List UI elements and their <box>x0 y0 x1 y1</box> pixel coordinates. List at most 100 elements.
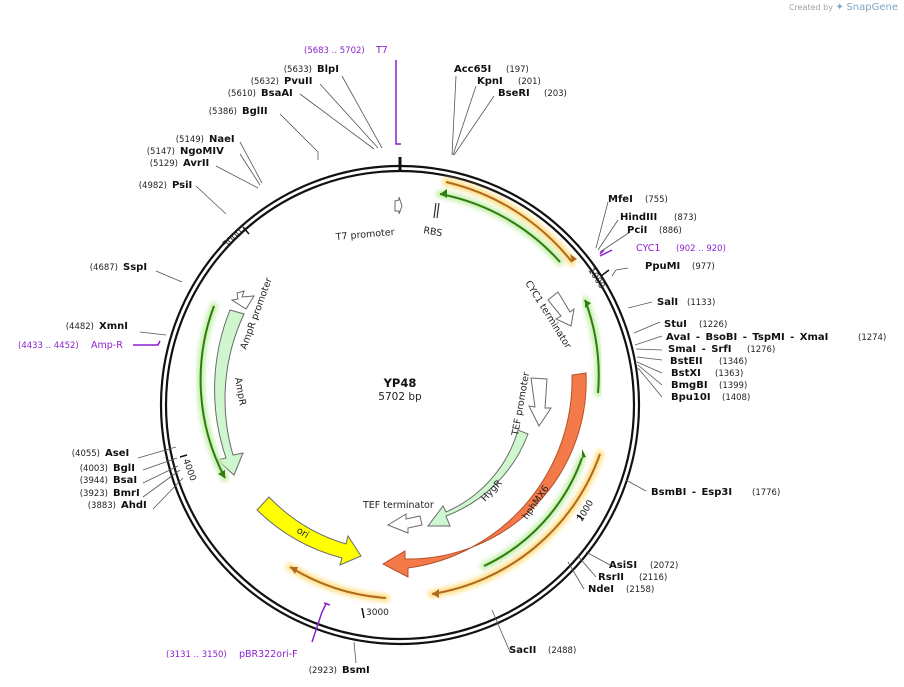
enzyme-name: NgoMIV <box>180 146 224 157</box>
enzyme-KpnI[interactable]: KpnI (201) <box>477 76 541 87</box>
enzyme-pos: (1408) <box>722 393 750 403</box>
primer-name: pBR322ori-F <box>239 649 298 660</box>
enzyme-pos: (3923) <box>80 489 108 499</box>
enzyme-PpuMI[interactable]: PpuMI (977) <box>645 261 715 272</box>
feature-TEF-promoter[interactable]: TEF promoter <box>510 371 552 438</box>
snapgene-logo-icon: ✦ <box>835 2 844 13</box>
enzyme-pos: (2116) <box>639 573 667 583</box>
enzyme-PvuII[interactable]: (5632) PvuII <box>251 76 313 87</box>
enzyme-pos: (4982) <box>139 181 167 191</box>
enzyme-BsaI[interactable]: (3944) BsaI <box>80 475 137 486</box>
enzyme-name: NaeI <box>209 134 235 145</box>
enzyme-pos: (201) <box>518 77 541 87</box>
primer-range: (3131 .. 3150) <box>166 650 227 660</box>
enzyme-name: PsiI <box>172 180 192 191</box>
feature-ori[interactable]: ori <box>256 496 362 566</box>
enzyme-name: StuI <box>664 319 687 330</box>
primer-CYC1[interactable]: CYC1 (902 .. 920) <box>636 243 726 254</box>
primer-range: (4433 .. 4452) <box>18 341 79 351</box>
feature-AmpR[interactable]: AmpR <box>214 309 248 476</box>
enzyme-SalI[interactable]: SalI (1133) <box>657 297 715 308</box>
enzyme-AhdI[interactable]: (3883) AhdI <box>88 500 147 511</box>
enzyme-AvrII[interactable]: (5129) AvrII <box>150 158 210 169</box>
enzyme-BmrI[interactable]: (3923) BmrI <box>80 488 140 499</box>
enzyme-Bpu10I[interactable]: Bpu10I (1408) <box>671 392 750 403</box>
enzyme-SmaI-SrfI[interactable]: SmaI - SrfI (1276) <box>668 344 775 355</box>
primer-Amp-R[interactable]: (4433 .. 4452) Amp-R <box>18 340 123 351</box>
enzyme-Acc65I[interactable]: Acc65I (197) <box>454 64 529 75</box>
plasmid-length: 5702 bp <box>378 391 422 403</box>
tick-label-3000: 3000 <box>366 608 389 618</box>
enzyme-pos: (4482) <box>66 322 94 332</box>
enzyme-NdeI[interactable]: NdeI (2158) <box>588 584 654 595</box>
enzyme-StuI[interactable]: StuI (1226) <box>664 319 727 330</box>
primer-pBR322ori-F[interactable]: (3131 .. 3150) pBR322ori-F <box>166 649 298 660</box>
label-TEF-terminator: TEF terminator <box>362 500 434 511</box>
primer-name: CYC1 <box>636 243 660 254</box>
enzyme-name: HindIII <box>620 212 657 223</box>
enzyme-BsmBI-Esp3I[interactable]: BsmBI - Esp3I (1776) <box>651 487 780 498</box>
enzyme-pos: (2072) <box>650 561 678 571</box>
enzyme-SspI[interactable]: (4687) SspI <box>90 262 147 273</box>
feature-HygR[interactable]: HygR <box>427 429 529 527</box>
label-RBS: RBS <box>422 225 443 239</box>
enzyme-pos: (1274) <box>858 333 886 343</box>
feature-CYC1-terminator[interactable]: CYC1 terminator <box>522 279 575 351</box>
enzyme-RsrII[interactable]: RsrII (2116) <box>598 572 667 583</box>
enzyme-pos: (1226) <box>699 320 727 330</box>
enzyme-name: MfeI <box>608 194 633 205</box>
enzyme-BsmI[interactable]: (2923) BsmI <box>309 665 370 676</box>
enzyme-name: KpnI <box>477 76 503 87</box>
enzyme-BglII[interactable]: (5386) BglII <box>209 106 268 117</box>
enzyme-BlpI[interactable]: (5633) BlpI <box>284 64 339 75</box>
feature-hphMX6[interactable]: hphMX6 <box>381 372 587 578</box>
enzyme-pos: (1276) <box>747 345 775 355</box>
orf-arrowhead-1 <box>570 254 577 262</box>
enzyme-PsiI[interactable]: (4982) PsiI <box>139 180 193 191</box>
enzyme-name: AvaI - BsoBI - TspMI - XmaI <box>666 332 828 343</box>
primer-T7[interactable]: (5683 .. 5702) T7 <box>304 45 388 56</box>
enzyme-AvaI-BsoBI-TspMI-XmaI[interactable]: AvaI - BsoBI - TspMI - XmaI (1274) <box>666 332 886 343</box>
enzyme-MfeI[interactable]: MfeI (755) <box>608 194 668 205</box>
enzyme-BstEII[interactable]: BstEII (1346) <box>670 356 747 367</box>
enzyme-name: BsaI <box>113 475 137 486</box>
feature-TEF-terminator[interactable]: TEF terminator <box>362 500 434 534</box>
orf-arrowhead-4 <box>582 449 586 458</box>
enzyme-name: Bpu10I <box>671 392 711 403</box>
label-TEF-promoter: TEF promoter <box>510 371 532 437</box>
enzyme-XmnI[interactable]: (4482) XmnI <box>66 321 128 332</box>
enzyme-BseRI[interactable]: BseRI (203) <box>498 88 567 99</box>
enzyme-name: XmnI <box>99 321 128 332</box>
enzyme-BmgBI[interactable]: BmgBI (1399) <box>671 380 747 391</box>
enzyme-BglI[interactable]: (4003) BglI <box>80 463 135 474</box>
enzyme-NaeI[interactable]: (5149) NaeI <box>176 134 235 145</box>
enzyme-name: SmaI - SrfI <box>668 344 731 355</box>
enzyme-name: BsmBI - Esp3I <box>651 487 732 498</box>
enzyme-pos: (4003) <box>80 464 108 474</box>
enzyme-pos: (1133) <box>687 298 715 308</box>
enzyme-PciI[interactable]: PciI (886) <box>627 225 682 236</box>
label-AmpR: AmpR <box>232 377 248 407</box>
orf-arrows <box>196 178 604 602</box>
enzyme-AsiSI[interactable]: AsiSI (2072) <box>609 560 678 571</box>
primer-name: T7 <box>375 45 388 56</box>
snapgene-branding: Created by ✦ SnapGene <box>789 2 898 13</box>
enzyme-pos: (4687) <box>90 263 118 273</box>
tick-label-5000: 5000 <box>221 227 245 250</box>
enzyme-BstXI[interactable]: BstXI (1363) <box>671 368 743 379</box>
feature-T7-promoter[interactable]: T7 promoter <box>334 196 403 243</box>
enzyme-pos: (197) <box>506 65 529 75</box>
enzyme-pos: (977) <box>692 262 715 272</box>
enzyme-name: Acc65I <box>454 64 491 75</box>
enzyme-name: AseI <box>105 448 129 459</box>
enzyme-name: PpuMI <box>645 261 680 272</box>
enzyme-BsaAI[interactable]: (5610) BsaAI <box>228 88 293 99</box>
enzyme-SacII[interactable]: SacII (2488) <box>509 645 576 656</box>
enzyme-HindIII[interactable]: HindIII (873) <box>620 212 697 223</box>
feature-RBS[interactable]: RBS <box>422 202 443 239</box>
enzyme-NgoMIV[interactable]: (5147) NgoMIV <box>147 146 224 157</box>
backbone <box>159 157 641 646</box>
enzyme-AseI[interactable]: (4055) AseI <box>72 448 129 459</box>
enzyme-name: SspI <box>123 262 147 273</box>
enzyme-pos: (873) <box>674 213 697 223</box>
